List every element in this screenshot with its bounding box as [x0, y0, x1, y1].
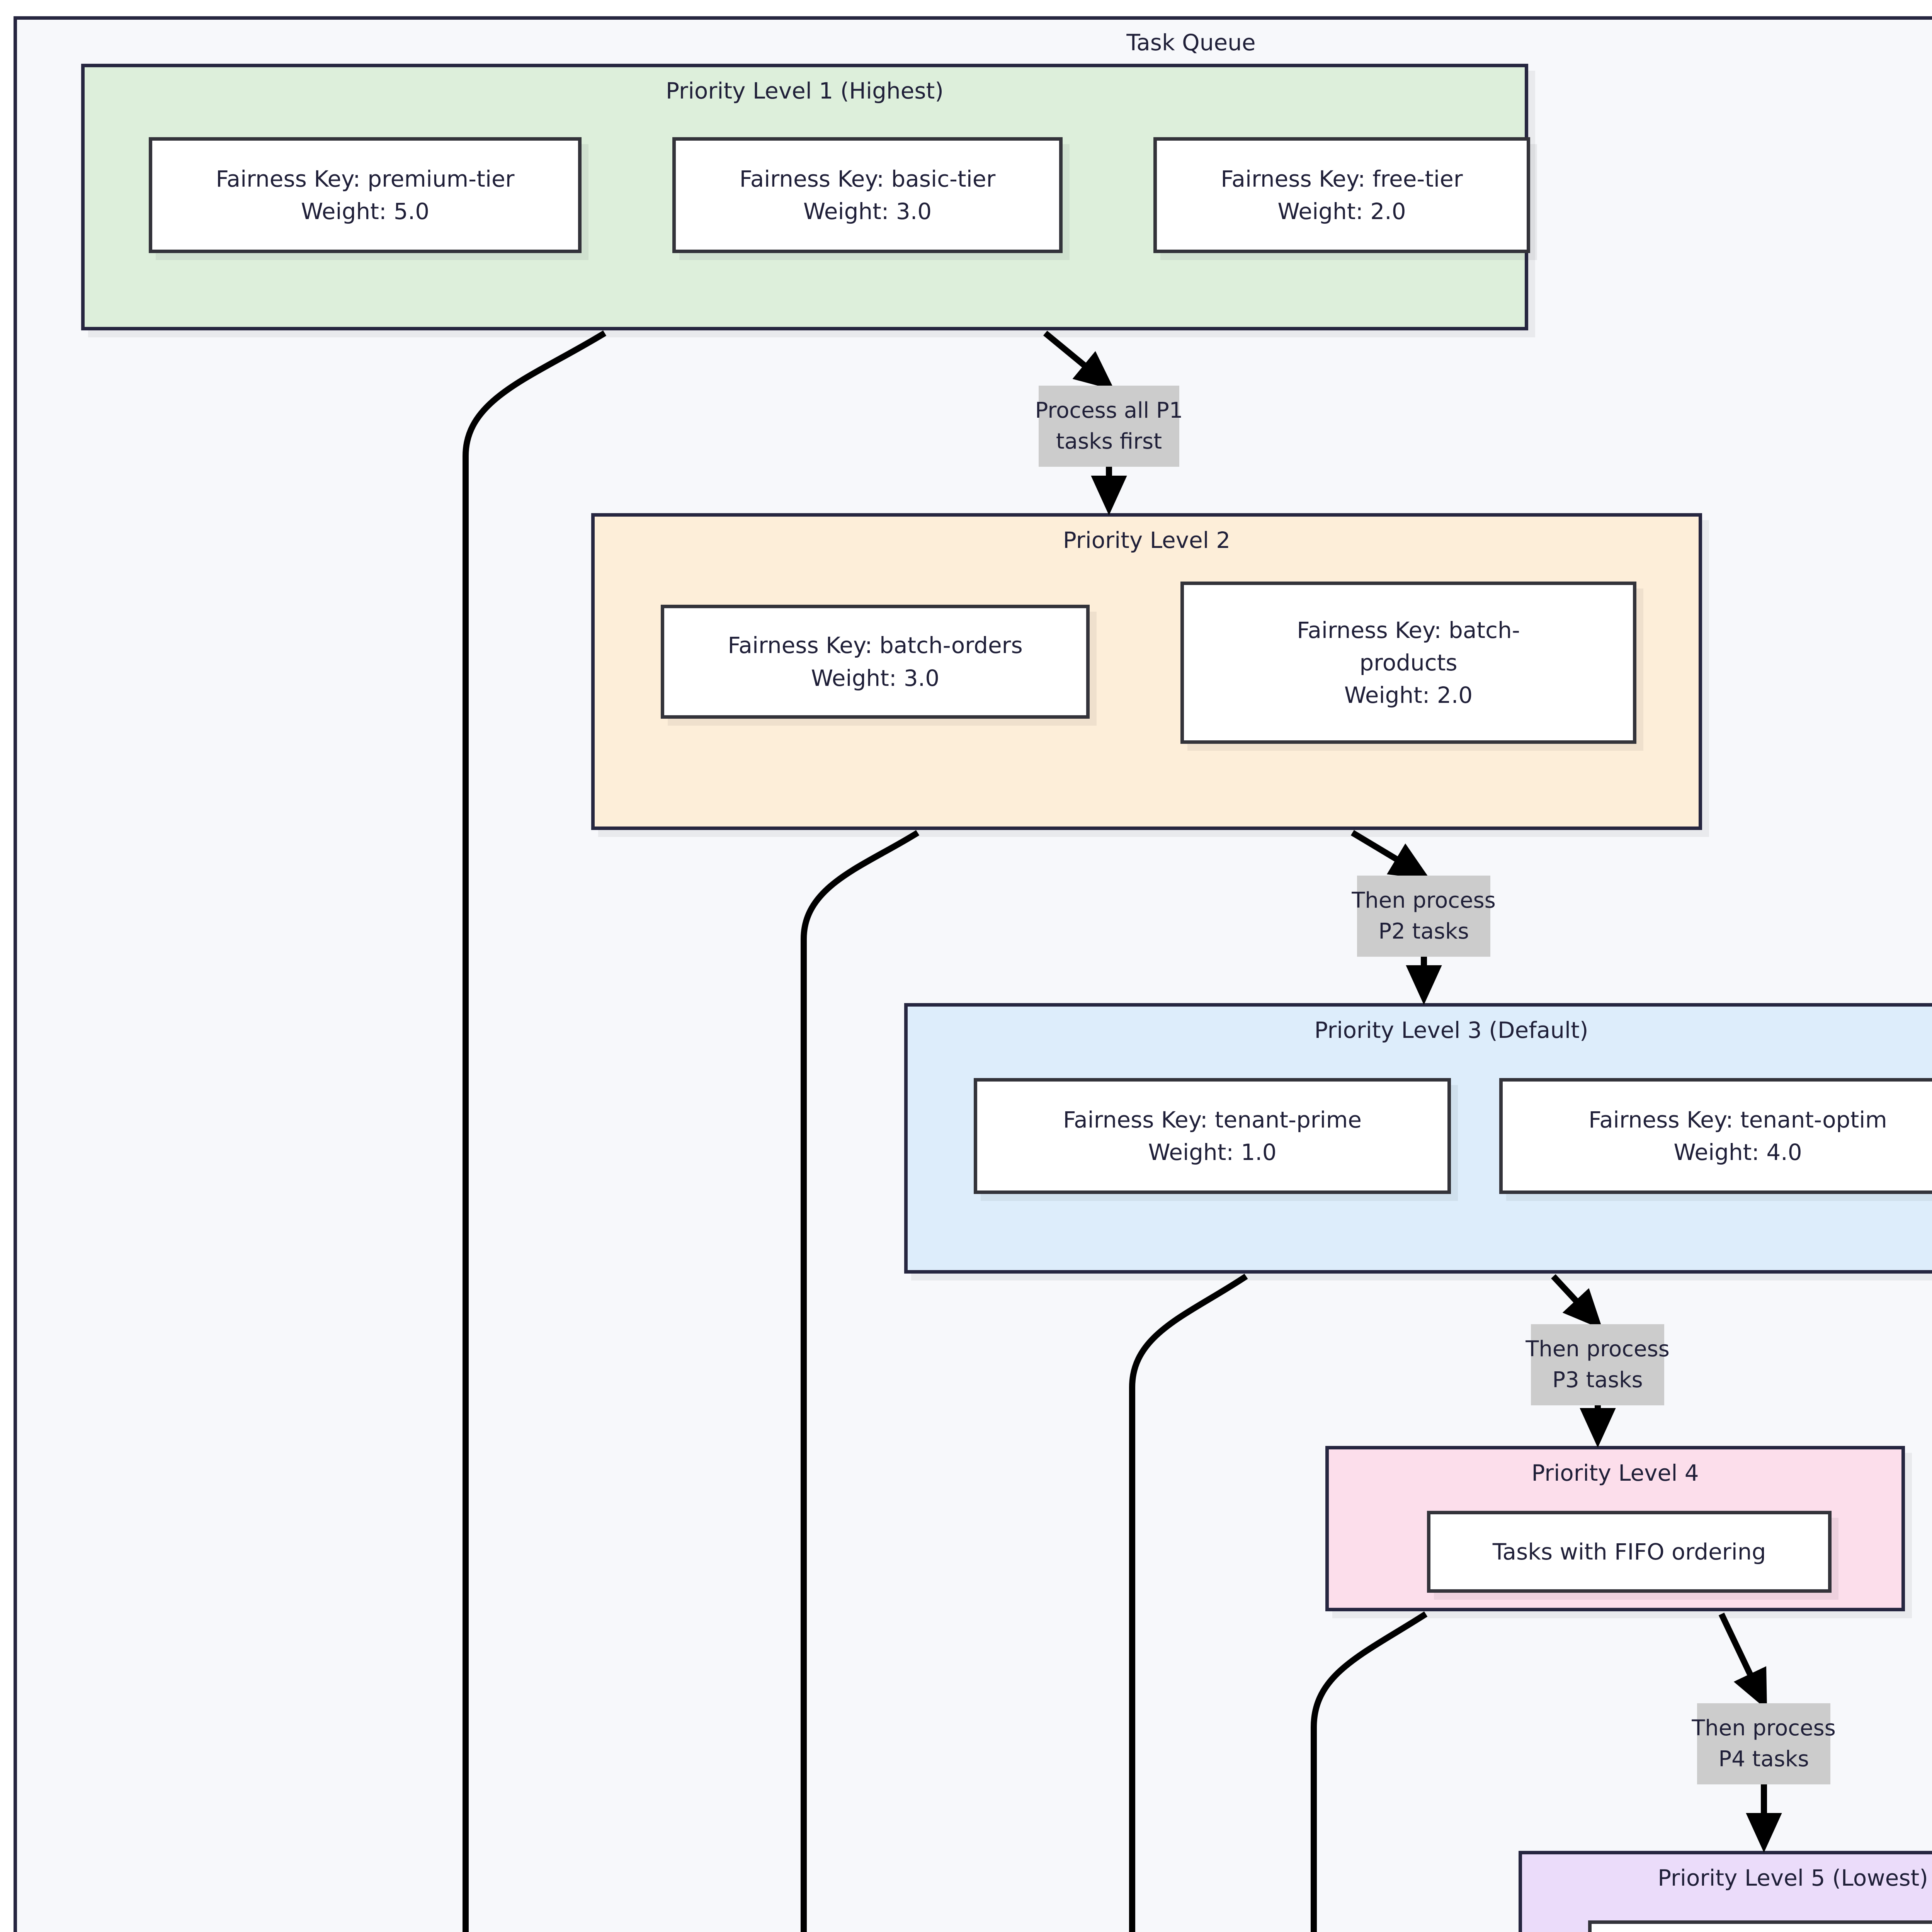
node-line-2: Weight: 2.0 [1277, 198, 1406, 224]
node-line-1: Fairness Key: tenant-prime [1063, 1106, 1362, 1133]
node-line-2: Weight: 3.0 [811, 665, 940, 691]
node-line-1: Fairness Key: batch-orders [728, 632, 1023, 659]
edge-label-then-process-p4: Then process P4 tasks [1692, 1703, 1836, 1784]
edge-label-line-1: Process all P1 [1035, 398, 1183, 423]
edge-label-line-2: tasks first [1056, 429, 1162, 454]
cluster-task-queue: Task Queue [14, 16, 1932, 1932]
node-line-2: Weight: 5.0 [301, 198, 430, 224]
cluster-title-priority-level-5: Priority Level 5 (Lowest) [1658, 1865, 1928, 1891]
cluster-title-priority-level-1: Priority Level 1 (Highest) [666, 78, 944, 104]
node-fairness-tenant-prime[interactable]: Fairness Key: tenant-prime Weight: 1.0 [974, 1078, 1451, 1194]
node-fairness-premium-tier[interactable]: Fairness Key: premium-tier Weight: 5.0 [149, 137, 582, 253]
node-line-2: products [1359, 649, 1458, 676]
cluster-title-priority-level-4: Priority Level 4 [1531, 1460, 1699, 1486]
node-line-1: Fairness Key: batch- [1297, 617, 1520, 643]
edge-label-line-2: P3 tasks [1552, 1367, 1643, 1393]
edge-label-line-1: Then process [1352, 888, 1496, 913]
node-fairness-basic-tier[interactable]: Fairness Key: basic-tier Weight: 3.0 [672, 137, 1063, 253]
node-line-3: Weight: 2.0 [1344, 682, 1473, 709]
node-line-2: Weight: 3.0 [803, 198, 932, 224]
node-fairness-free-tier[interactable]: Fairness Key: free-tier Weight: 2.0 [1153, 137, 1530, 253]
cluster-priority-level-5: Priority Level 5 (Lowest) [1519, 1851, 1932, 1932]
node-line-1: Fairness Key: basic-tier [739, 165, 996, 192]
edge-label-process-all-p1: Process all P1 tasks first [1035, 386, 1183, 467]
edge-label-line-2: P4 tasks [1718, 1747, 1809, 1772]
node-line-1: Fairness Key: premium-tier [216, 165, 515, 192]
node-line-2: Weight: 1.0 [1148, 1139, 1277, 1165]
edge-label-then-process-p2: Then process P2 tasks [1352, 876, 1496, 957]
node-fairness-tenant-optim[interactable]: Fairness Key: tenant-optim Weight: 4.0 [1499, 1078, 1932, 1194]
edge-label-line-2: P2 tasks [1378, 919, 1469, 944]
node-fifo-p4[interactable]: Tasks with FIFO ordering [1427, 1511, 1832, 1593]
node-fairness-batch-orders[interactable]: Fairness Key: batch-orders Weight: 3.0 [661, 605, 1090, 719]
node-fairness-batch-products[interactable]: Fairness Key: batch- products Weight: 2.… [1180, 582, 1636, 744]
cluster-title-priority-level-3: Priority Level 3 (Default) [1314, 1017, 1588, 1043]
node-fifo-p5[interactable]: Tasks with FIFO ordering [1588, 1920, 1932, 1932]
edge-label-line-1: Then process [1692, 1716, 1836, 1741]
node-line-1: Fairness Key: free-tier [1221, 165, 1463, 192]
node-line-1: Tasks with FIFO ordering [1492, 1538, 1766, 1565]
cluster-title-priority-level-2: Priority Level 2 [1063, 527, 1231, 553]
node-line-2: Weight: 4.0 [1673, 1139, 1802, 1165]
edge-label-then-process-p3: Then process P3 tasks [1526, 1324, 1670, 1405]
node-line-1: Fairness Key: tenant-optim [1588, 1106, 1887, 1133]
edge-label-line-1: Then process [1526, 1337, 1670, 1362]
cluster-title-task-queue: Task Queue [1126, 29, 1256, 56]
